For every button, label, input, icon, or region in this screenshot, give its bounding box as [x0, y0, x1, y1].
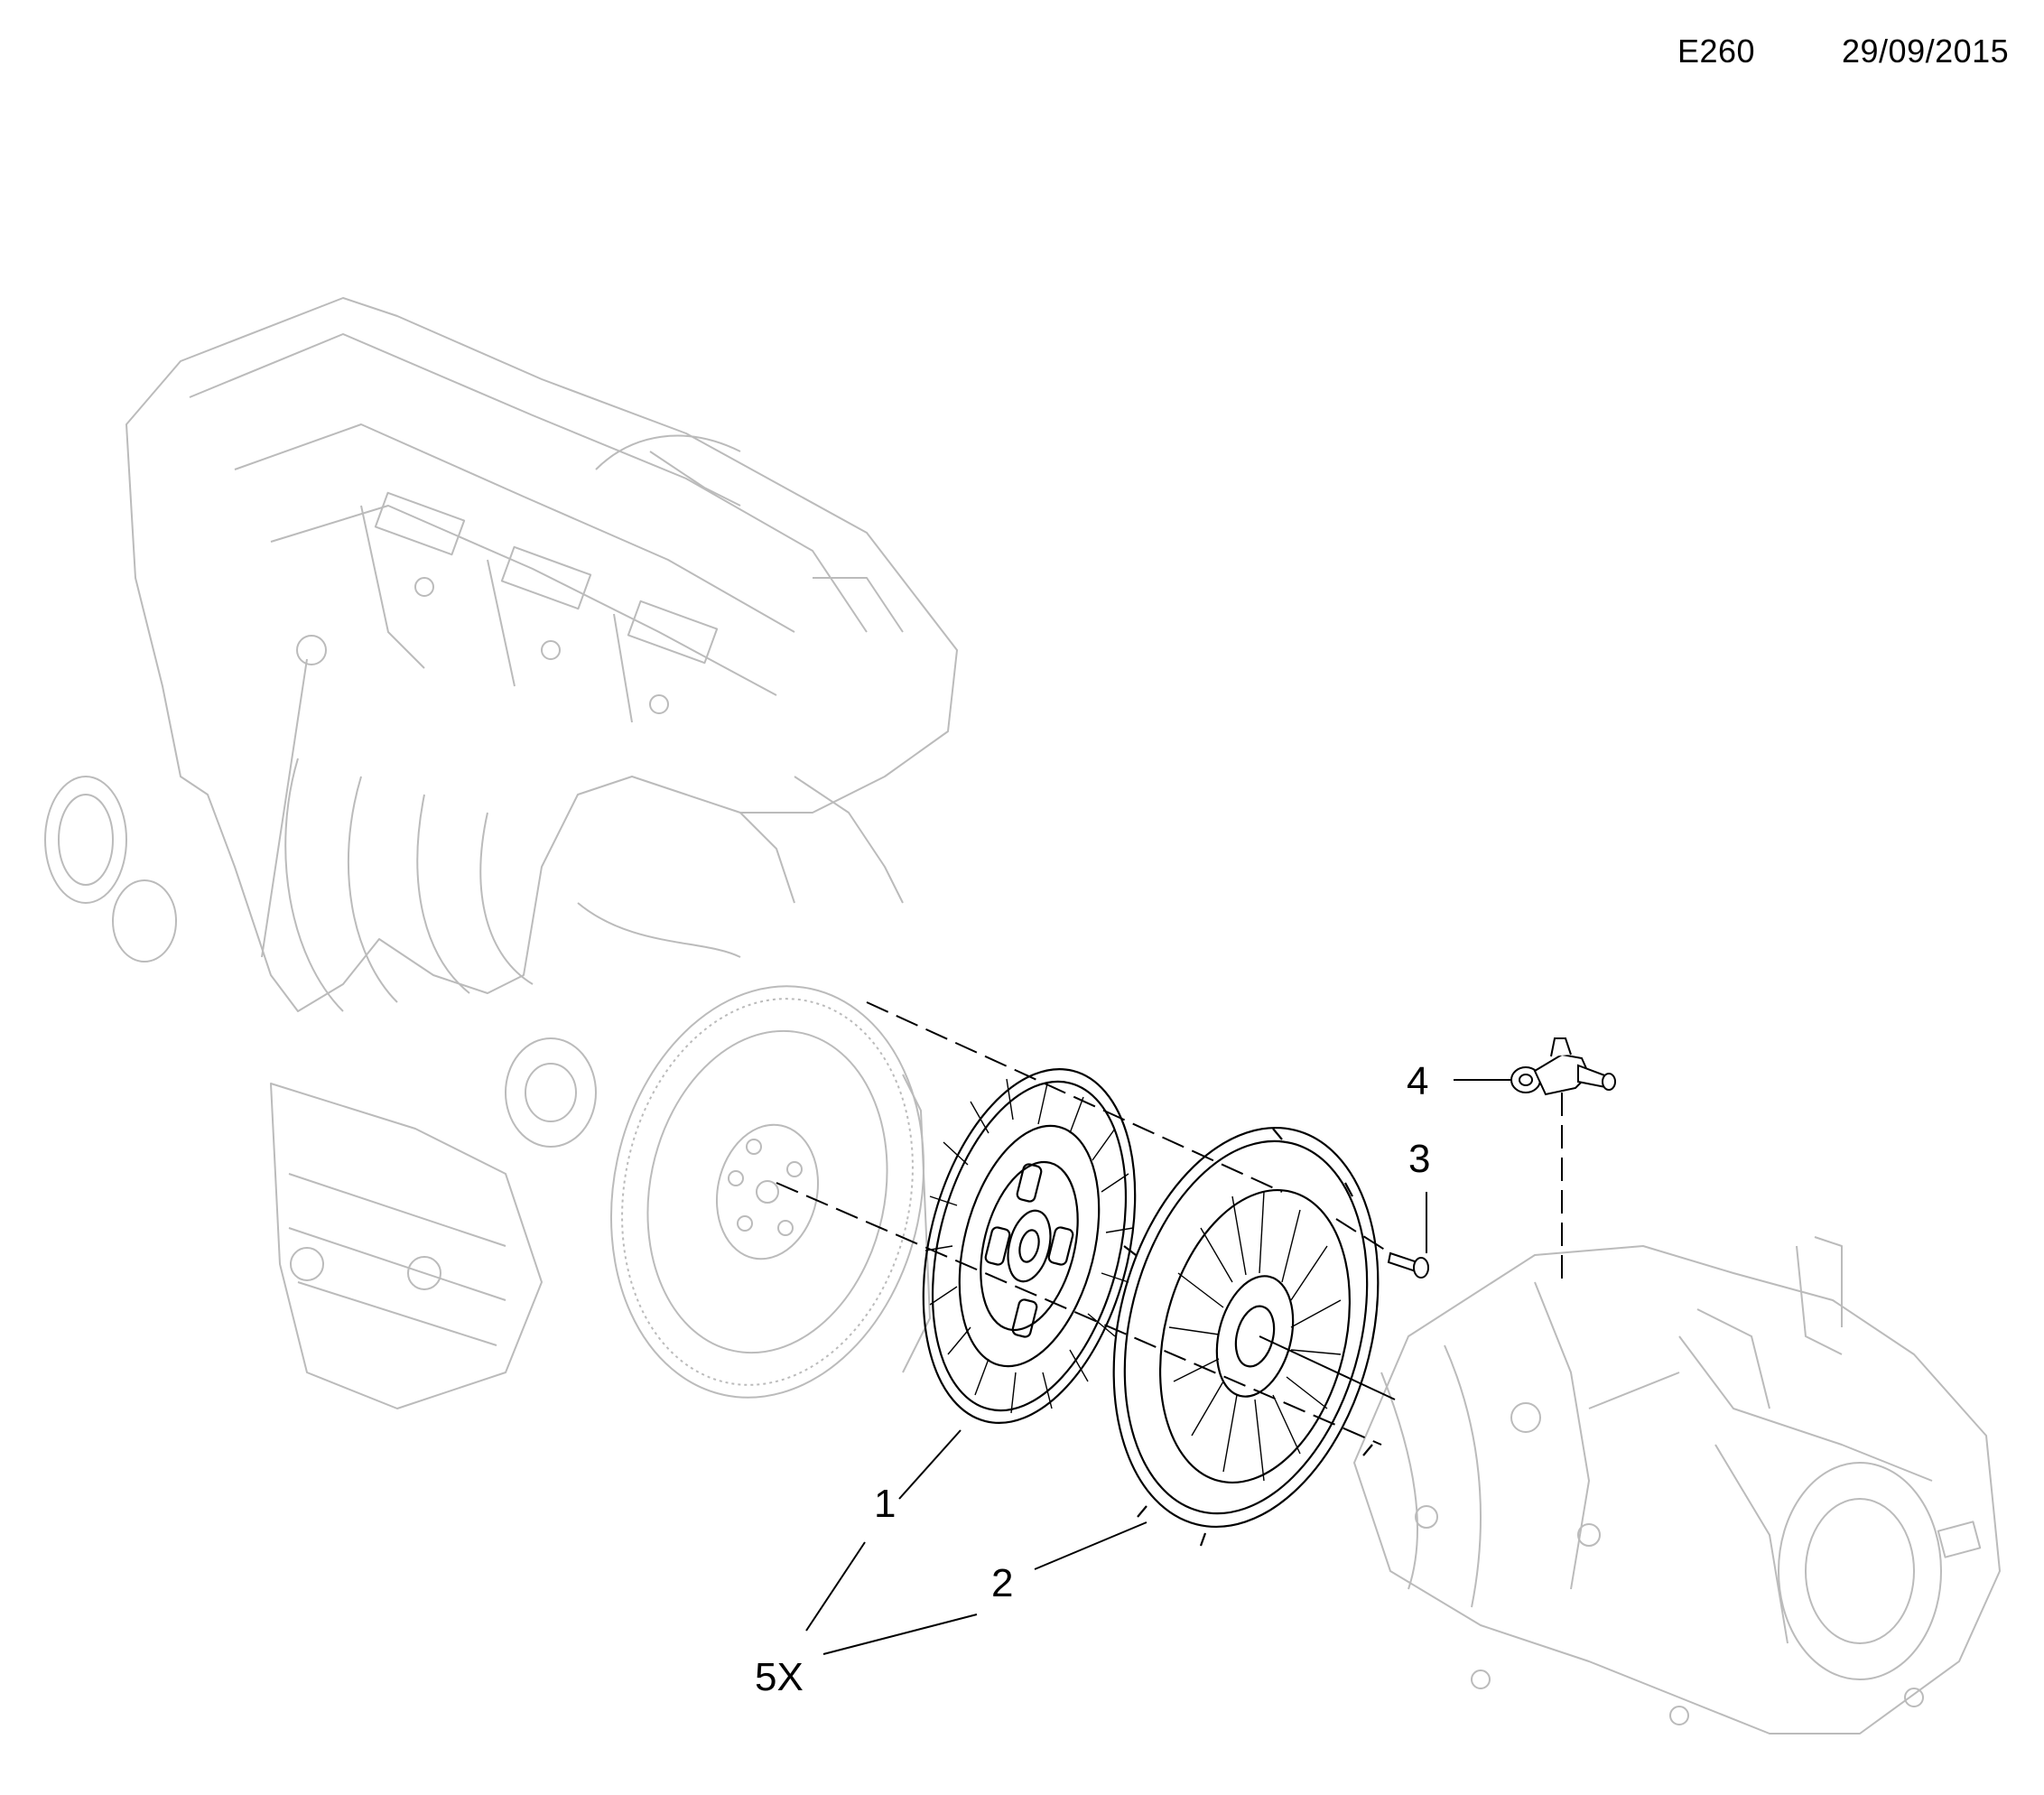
diagram-date: 29/09/2015 [1842, 33, 2010, 70]
bolt-part-3 [1389, 1253, 1428, 1278]
shaft-line [1259, 1336, 1395, 1400]
transmission-housing-illustration [1354, 1237, 2000, 1734]
leader-lines [806, 1080, 1511, 1654]
callout-3: 3 [1408, 1137, 1431, 1181]
assembly-centerlines [776, 1002, 1562, 1445]
fitting-part-4 [1511, 1038, 1615, 1094]
diagram-code: E260 [1677, 33, 1756, 70]
flywheel-illustration [574, 957, 961, 1428]
callout-5x: 5X [755, 1655, 804, 1699]
callout-4: 4 [1407, 1059, 1429, 1103]
callout-1: 1 [874, 1482, 897, 1526]
engine-block-illustration [45, 298, 957, 1409]
clutch-disc-part-1 [889, 1046, 1169, 1445]
callout-2: 2 [991, 1561, 1014, 1605]
pressure-plate-part-2 [1074, 1100, 1418, 1555]
